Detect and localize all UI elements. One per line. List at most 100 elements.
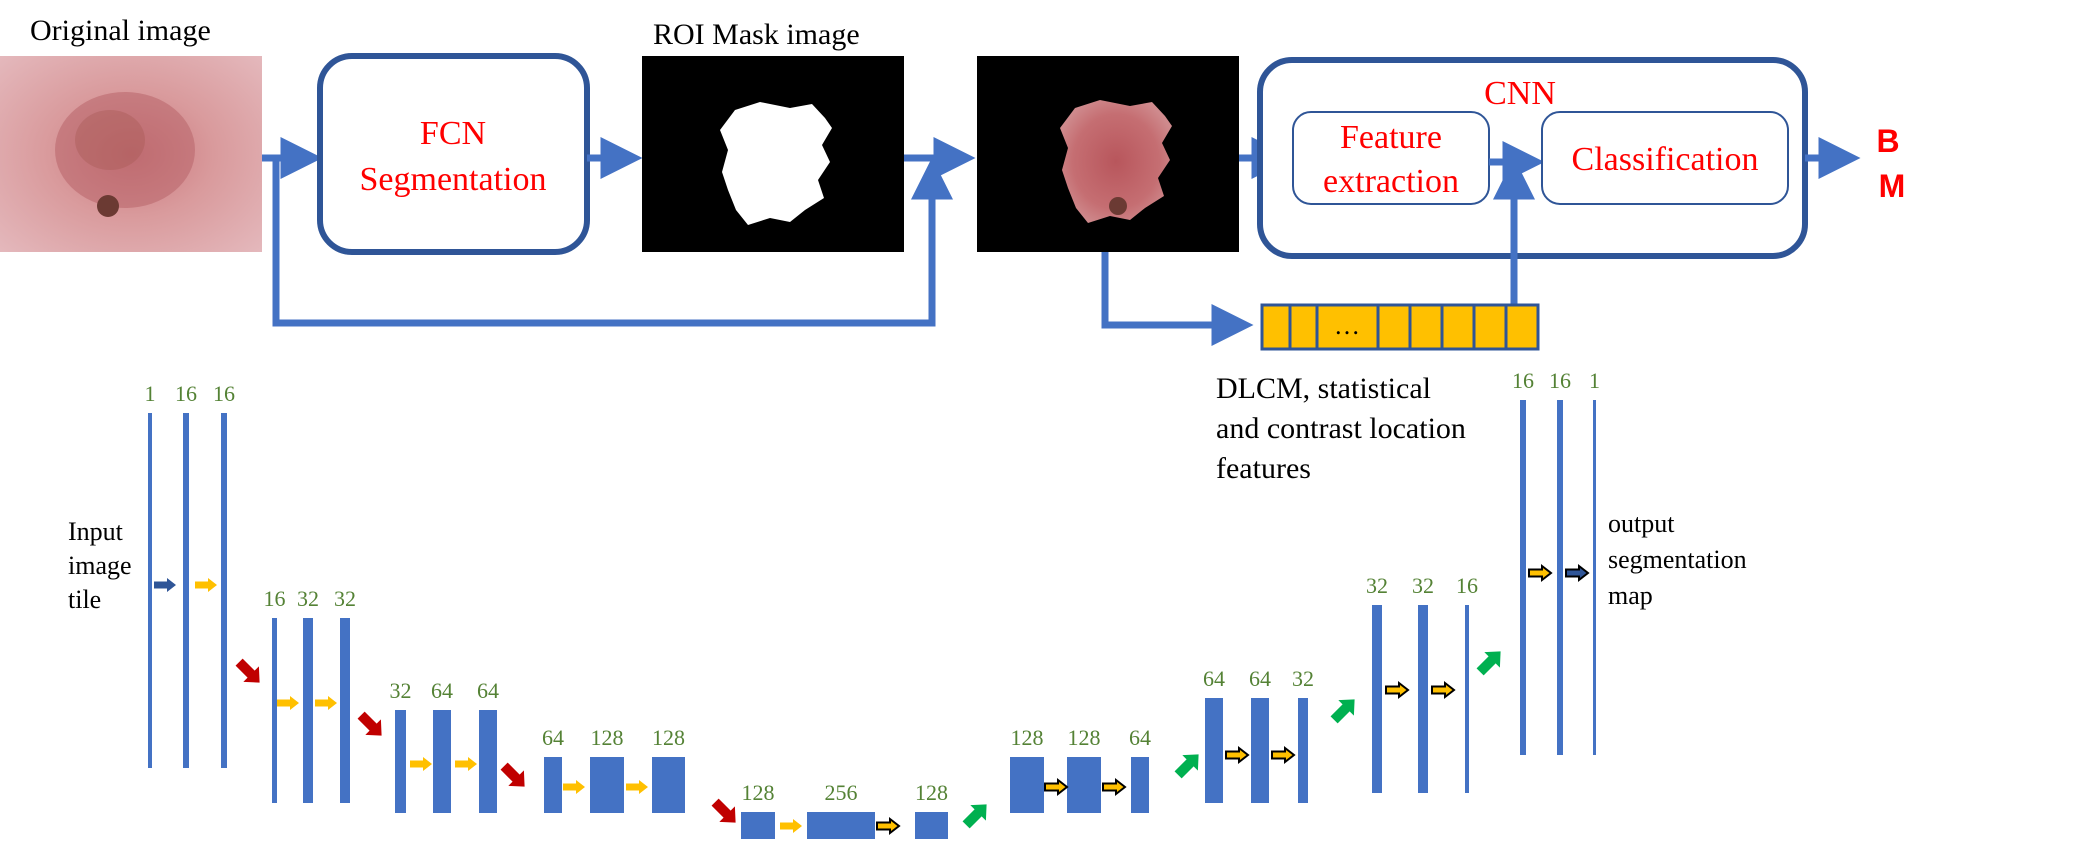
arrow-roi-to-features xyxy=(1101,252,1254,346)
original-image xyxy=(0,56,262,252)
cnn-label: CNN xyxy=(1484,75,1556,112)
channel-label-dec2-2: 32 xyxy=(1412,573,1434,598)
arrow-conv-dec4-a xyxy=(1044,777,1069,797)
feature-map-dec1-3 xyxy=(1593,400,1596,755)
output-benign: B xyxy=(1876,123,1899,159)
channel-label-enc4-3: 128 xyxy=(652,725,685,750)
arrow-maxpool-1 xyxy=(235,658,260,683)
arrow-conv-enc4-a xyxy=(563,780,585,794)
channel-label-dec2-3: 16 xyxy=(1456,573,1478,598)
arrow-conv-dec4-b xyxy=(1102,777,1127,797)
output-malignant: M xyxy=(1879,168,1906,204)
feature-map-dec2-2 xyxy=(1418,605,1428,793)
feature-map-bottleneck-3 xyxy=(915,812,948,839)
arrow-conv-enc1 xyxy=(195,578,217,592)
features-caption-line2: and contrast location xyxy=(1216,412,1466,445)
roi-mask-image xyxy=(642,56,904,252)
channel-label-dec4-1: 128 xyxy=(1011,725,1044,750)
features-caption-line3: features xyxy=(1216,452,1311,485)
channel-label-dec4-2: 128 xyxy=(1068,725,1101,750)
channel-label-enc3-1: 32 xyxy=(390,678,412,703)
arrow-conv-bottleneck-a xyxy=(780,819,802,833)
channel-label-bottleneck-1: 128 xyxy=(742,780,775,805)
feature-map-enc1-2 xyxy=(183,413,189,768)
arrow-conv-dec1 xyxy=(1528,563,1553,583)
output-label-line2: segmentation xyxy=(1608,545,1747,574)
arrow-conv-dec3-b xyxy=(1271,745,1296,765)
arrow-upconv-2 xyxy=(1174,754,1199,779)
arrow-conv-dec2-a xyxy=(1385,680,1410,700)
segmentation-label: Segmentation xyxy=(360,161,547,198)
channel-label-dec3-2: 64 xyxy=(1249,666,1271,691)
arrow-conv-dec3-a xyxy=(1225,745,1250,765)
feature-map-dec3-2 xyxy=(1251,698,1269,803)
arrow-conv-enc3-b xyxy=(455,757,477,771)
feature-map-dec1-1 xyxy=(1520,400,1526,755)
feature-extraction-box xyxy=(1292,111,1490,205)
feature-vector xyxy=(1260,303,1540,351)
input-label-line2: image xyxy=(68,551,132,580)
feature-map-dec2-3 xyxy=(1465,605,1469,793)
arrow-input-conv xyxy=(154,578,176,592)
feature-map-bottleneck-1 xyxy=(741,812,775,839)
classification-box xyxy=(1541,111,1789,205)
channel-label-enc2-2: 32 xyxy=(297,586,319,611)
roi-mask-label: ROI Mask image xyxy=(653,18,860,51)
feature-map-dec2-1 xyxy=(1372,605,1382,793)
input-label-line1: Input xyxy=(68,517,124,546)
feature-map-enc4-1 xyxy=(544,757,562,813)
arrow-maxpool-2 xyxy=(357,711,382,736)
feature-map-enc2-1 xyxy=(272,618,277,803)
original-image-label: Original image xyxy=(30,14,211,47)
feature-map-enc3-3 xyxy=(479,710,497,813)
feature-map-enc2-3 xyxy=(340,618,350,803)
arrow-conv-bottleneck-b xyxy=(876,816,901,836)
channel-label-bottleneck-3: 128 xyxy=(915,780,948,805)
arrow-upconv-4 xyxy=(1476,651,1501,676)
arrow-conv-enc2-a xyxy=(277,696,299,710)
vector-ellipsis: … xyxy=(1334,311,1360,340)
arrow-conv-enc4-b xyxy=(626,780,648,794)
arrow-skip-original-to-roi xyxy=(272,157,953,327)
output-label-line1: output xyxy=(1608,509,1675,538)
classification-label: Classification xyxy=(1572,141,1759,178)
channel-label-dec1-2: 16 xyxy=(1549,368,1571,393)
channel-label-enc2-3: 32 xyxy=(334,586,356,611)
feature-map-enc1-3 xyxy=(221,413,227,768)
channel-label-enc1-3: 16 xyxy=(213,381,235,406)
feature-map-enc3-1 xyxy=(395,710,406,813)
feature-map-dec3-1 xyxy=(1205,698,1223,803)
arrow-conv-enc3-a xyxy=(410,757,432,771)
feature-map-dec1-2 xyxy=(1557,400,1563,755)
unet-feature-maps xyxy=(148,400,1596,839)
feature-map-enc4-2 xyxy=(590,757,624,813)
unet-arrows xyxy=(154,563,1590,836)
arrow-conv-enc2-b xyxy=(315,696,337,710)
output-label-line3: map xyxy=(1608,581,1653,610)
channel-label-dec1-1: 16 xyxy=(1512,368,1534,393)
channel-label-dec2-1: 32 xyxy=(1366,573,1388,598)
arrow-maxpool-3 xyxy=(500,762,525,787)
arrow-maxpool-4 xyxy=(711,798,736,823)
feature-map-bottleneck-2 xyxy=(807,812,875,839)
channel-label-enc4-2: 128 xyxy=(591,725,624,750)
channel-label-enc3-3: 64 xyxy=(477,678,499,703)
channel-label-enc3-2: 64 xyxy=(431,678,453,703)
arrow-upconv-1 xyxy=(962,804,987,829)
feature-label: Feature xyxy=(1340,119,1442,156)
feature-map-enc3-2 xyxy=(433,710,451,813)
arrow-upconv-3 xyxy=(1330,699,1355,724)
feature-map-dec3-3 xyxy=(1298,698,1308,803)
fcn-label: FCN xyxy=(420,115,486,152)
channel-label-enc4-1: 64 xyxy=(542,725,564,750)
feature-map-dec4-1 xyxy=(1010,757,1044,813)
fcn-segmentation-box xyxy=(317,53,590,255)
feature-map-enc4-3 xyxy=(652,757,685,813)
input-label-line3: tile xyxy=(68,585,101,614)
channel-label-dec3-1: 64 xyxy=(1203,666,1225,691)
feature-map-enc2-2 xyxy=(303,618,313,803)
channel-label-enc1-2: 16 xyxy=(175,381,197,406)
